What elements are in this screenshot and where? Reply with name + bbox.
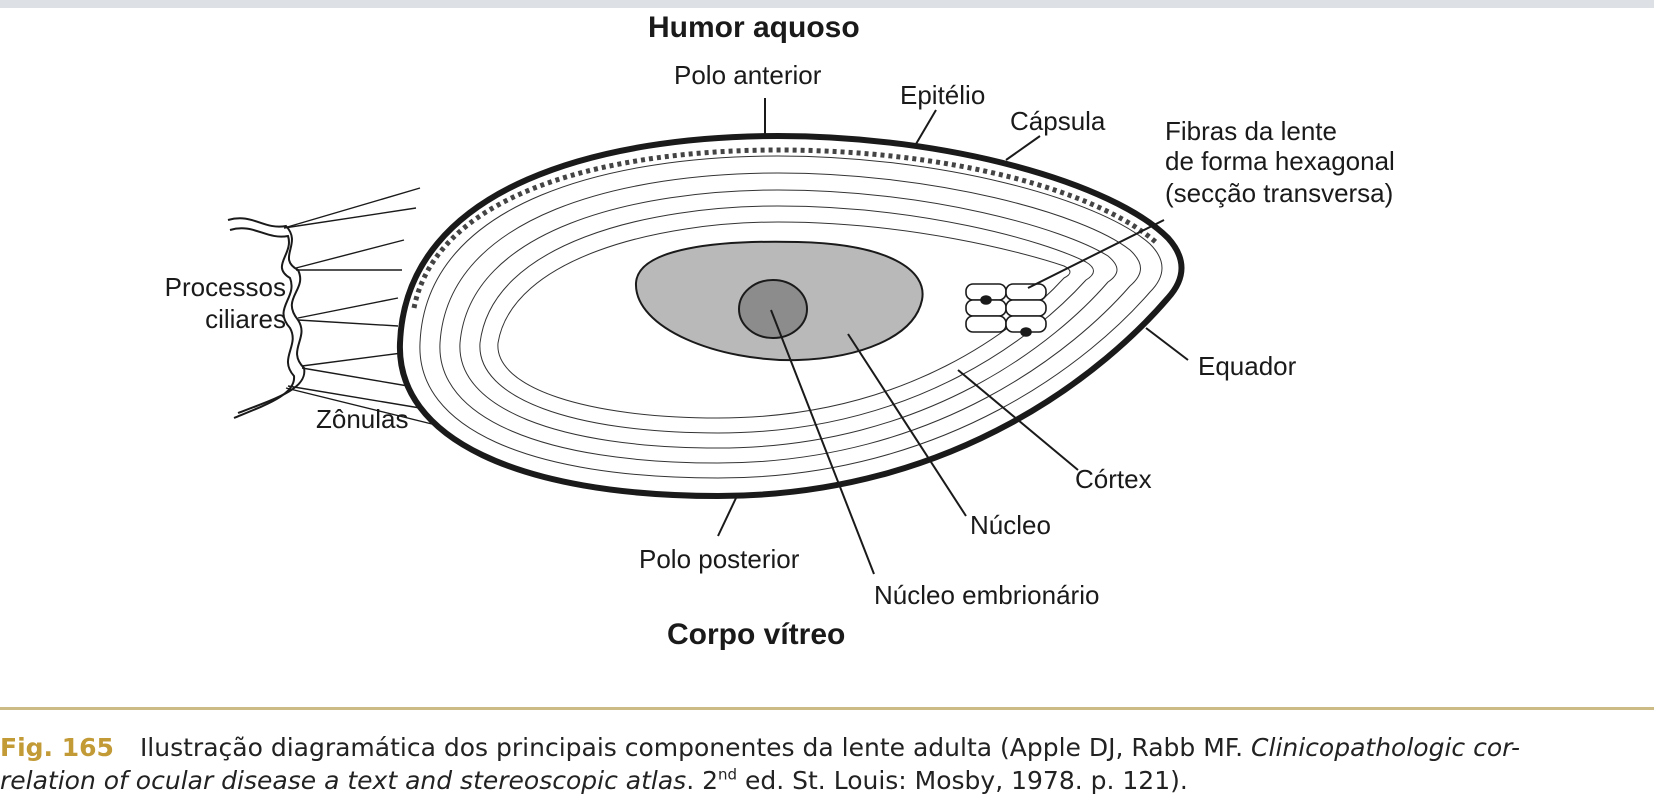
zonule-fibers (283, 187, 441, 427)
label-posterior-pole: Polo posterior (639, 544, 800, 574)
label-cortex: Córtex (1075, 464, 1152, 494)
epithelium-band (411, 147, 1160, 309)
label-fibers-line2: de forma hexagonal (1165, 146, 1395, 176)
ciliary-processes (227, 217, 306, 419)
label-epithelium: Epitélio (900, 80, 986, 110)
caption-line2: relation of ocular disease a text and st… (0, 764, 1654, 797)
title-vitreous-body: Corpo vítreo (667, 618, 846, 651)
caption-italic-title-1: Clinicopathologic cor- (1251, 733, 1521, 762)
label-nucleus: Núcleo (970, 510, 1051, 540)
lens-diagram: Humor aquoso Polo anterior Epitélio Cáps… (158, 8, 1498, 700)
figure-caption: Fig. 165 Ilustração diagramática dos prin… (0, 731, 1654, 797)
caption-edition: . 2 (686, 766, 719, 795)
figure-number: Fig. 165 (0, 733, 114, 762)
caption-italic-title-2: relation of ocular disease a text and st… (0, 766, 687, 795)
label-zonules: Zônulas (316, 404, 409, 434)
label-anterior-pole: Polo anterior (674, 60, 822, 90)
caption-text: Ilustração diagramática dos principais c… (139, 733, 1252, 762)
label-embryonic-nucleus: Núcleo embrionário (874, 580, 1100, 610)
label-capsule: Cápsula (1010, 106, 1106, 136)
embryonic-nucleus (738, 279, 808, 339)
caption-line1: Fig. 165 Ilustração diagramática dos prin… (0, 731, 1654, 764)
hexagonal-fibers (965, 283, 1047, 337)
caption-citation: ed. St. Louis: Mosby, 1978. p. 121). (737, 766, 1188, 795)
lens-diagram-svg (227, 98, 1189, 575)
label-ciliary-line2: ciliares (205, 304, 286, 334)
label-fibers-line1: Fibras da lente (1165, 116, 1337, 146)
caption-rule (0, 707, 1654, 710)
caption-edition-suffix: nd (718, 765, 738, 784)
leader-lines (717, 98, 1189, 575)
title-aqueous-humor: Humor aquoso (648, 11, 860, 44)
label-ciliary-line1: Processos (164, 272, 286, 302)
top-band (0, 0, 1654, 8)
label-equator: Equador (1198, 351, 1297, 381)
cortex-fibers (419, 155, 1163, 479)
label-fibers-line3: (secção transversa) (1165, 178, 1394, 208)
